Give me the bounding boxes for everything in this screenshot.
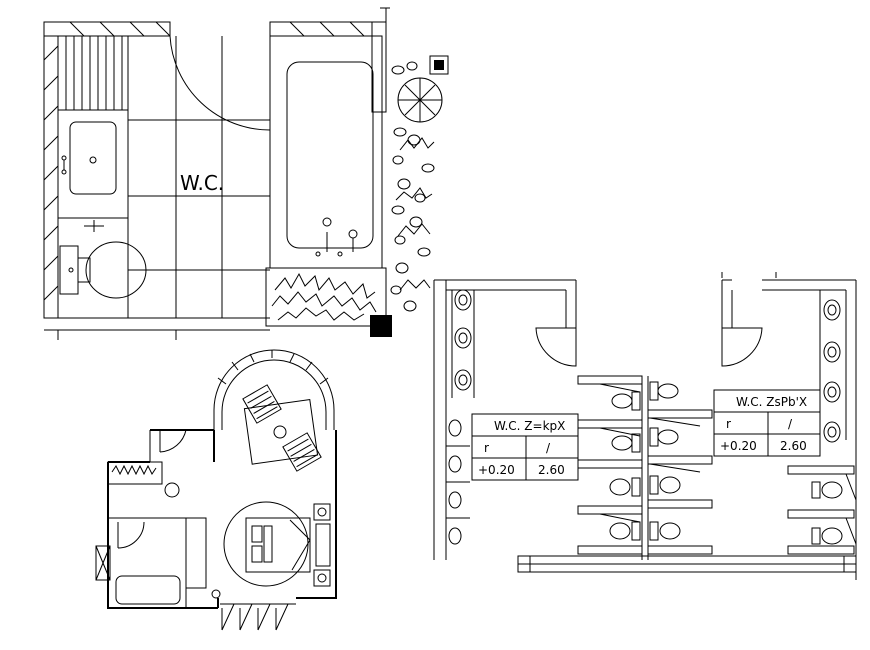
wc-table-right: W.C. ZsPb'X r / +0.20 2.60 (713, 389, 821, 457)
washbasins-left (451, 289, 475, 398)
stalls-far-right (787, 440, 857, 580)
circular-balcony (213, 349, 335, 430)
toilets-right-column (647, 381, 713, 555)
tub-drain (322, 217, 332, 227)
wc-table-right-r: r (726, 417, 731, 431)
round-rug (223, 501, 309, 587)
nightstand-2 (313, 569, 331, 587)
lounge-chair-1 (242, 384, 282, 424)
entrance-screen-left (535, 327, 577, 367)
wc-table-left: W.C. Z=kpX r / +0.20 2.60 (471, 413, 579, 481)
bathroom-west-wall (43, 21, 59, 319)
nightstand-1 (313, 503, 331, 521)
wc-room-label: W.C. (180, 171, 224, 195)
entrance-screen-right (721, 327, 763, 367)
toilets-left-column (609, 391, 641, 541)
wc-table-right-slash: / (788, 417, 793, 431)
bath-door-swing (117, 521, 145, 549)
bathroom-plan: W.C. (43, 7, 449, 340)
suite-bathtub (115, 575, 181, 605)
double-bed (245, 517, 311, 573)
hanging-clothes (111, 464, 157, 476)
bathtub (286, 61, 374, 249)
pillow-2 (251, 545, 263, 563)
planter-bed (265, 267, 387, 327)
shrub-plants (271, 272, 377, 321)
pebble-garden (390, 61, 443, 312)
wall-hatch (43, 45, 59, 301)
bedroom-suite-plan (95, 349, 337, 631)
wc-table-left-height: 2.60 (538, 463, 565, 477)
washbasin (69, 121, 117, 195)
suite-walls (107, 429, 337, 609)
balcony-railing-ticks (217, 350, 329, 385)
wardrobe (185, 517, 207, 589)
basin-drain (89, 156, 97, 164)
toilet-fixture (59, 220, 147, 299)
table-vase (273, 425, 287, 439)
wc-table-left-r: r (484, 441, 489, 455)
slatted-bench (57, 35, 129, 111)
floor-lamp (164, 482, 180, 498)
public-wc-plan: W.C. Z=kpX r / +0.20 2.60 W.C. ZsPb'X r … (433, 272, 857, 580)
washbasins-right (819, 290, 841, 450)
floor-tile-grid (127, 36, 270, 318)
balcony-table (243, 398, 319, 465)
wc-table-right-title: W.C. ZsPb'X (736, 395, 807, 409)
wc-outer-walls (433, 279, 857, 560)
bathroom-north-wall-right (269, 21, 383, 37)
urinals-left (445, 410, 470, 560)
door-swing-arc (169, 35, 271, 131)
corner-column-bottom (370, 315, 392, 337)
pillow-1 (251, 525, 263, 543)
folding-glass-doors (220, 603, 296, 631)
wc-table-left-title: W.C. Z=kpX (494, 419, 565, 433)
lounge-chair-2 (282, 432, 322, 472)
wc-table-left-slash: / (546, 441, 551, 455)
vanity-counter (57, 109, 129, 219)
wc-table-right-height: 2.60 (780, 439, 807, 453)
wc-table-left-level: +0.20 (478, 463, 515, 477)
wc-table-right-level: +0.20 (720, 439, 757, 453)
closet (107, 461, 163, 485)
window-left (95, 545, 111, 581)
entry-door-swing (159, 429, 187, 453)
